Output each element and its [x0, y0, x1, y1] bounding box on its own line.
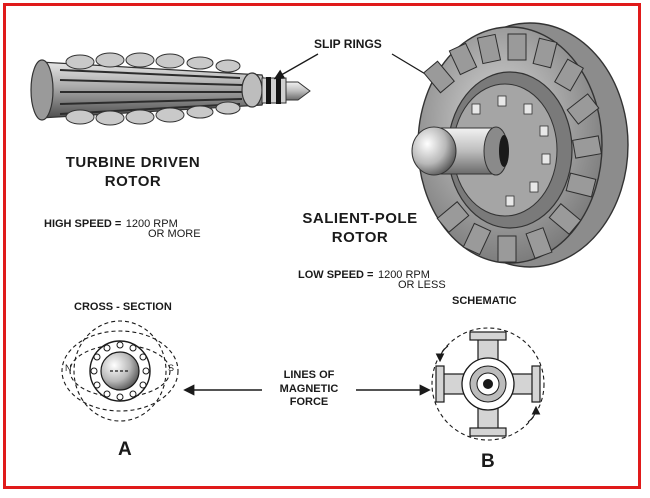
schematic-title: SCHEMATIC	[452, 295, 517, 307]
lines-of-force-line2: MAGNETIC	[279, 382, 339, 395]
high-speed-label: HIGH SPEED =	[44, 218, 122, 230]
schematic-figure	[431, 327, 545, 441]
pole-s-label: S	[168, 363, 175, 373]
low-speed-label: LOW SPEED =	[298, 269, 374, 281]
salient-rotor-title-line2: ROTOR	[331, 228, 389, 246]
cross-section-title: CROSS - SECTION	[74, 301, 172, 313]
lines-of-force-line1: LINES OF	[283, 369, 335, 381]
high-speed-value: 1200 RPM	[125, 218, 178, 230]
turbine-rotor-title-line1: TURBINE DRIVEN	[65, 154, 201, 171]
high-speed-spec: HIGH SPEED = 1200 RPM	[44, 215, 178, 232]
figure-a-letter: A	[118, 439, 132, 460]
turbine-rotor-title: TURBINE DRIVEN ROTOR	[48, 155, 218, 190]
salient-rotor-title-line1: SALIENT-POLE	[302, 210, 418, 227]
lines-of-force-label: LINES OF MAGNETIC FORCE	[266, 369, 352, 409]
slip-rings-label: SLIP RINGS	[314, 37, 382, 51]
cross-section-figure	[61, 320, 179, 422]
low-speed-value: 1200 RPM	[377, 269, 430, 281]
high-speed-note: OR MORE	[148, 228, 201, 240]
salient-pole-rotor	[411, 22, 629, 268]
lines-of-force-line3: FORCE	[289, 396, 329, 409]
pole-n-label: N	[65, 363, 72, 373]
figure-b-letter: B	[481, 451, 495, 472]
salient-rotor-title: SALIENT-POLE ROTOR	[290, 211, 430, 246]
turbine-rotor	[30, 52, 311, 126]
low-speed-spec: LOW SPEED = 1200 RPM	[298, 266, 430, 283]
turbine-rotor-title-line2: ROTOR	[104, 172, 162, 190]
low-speed-note: OR LESS	[398, 279, 446, 291]
